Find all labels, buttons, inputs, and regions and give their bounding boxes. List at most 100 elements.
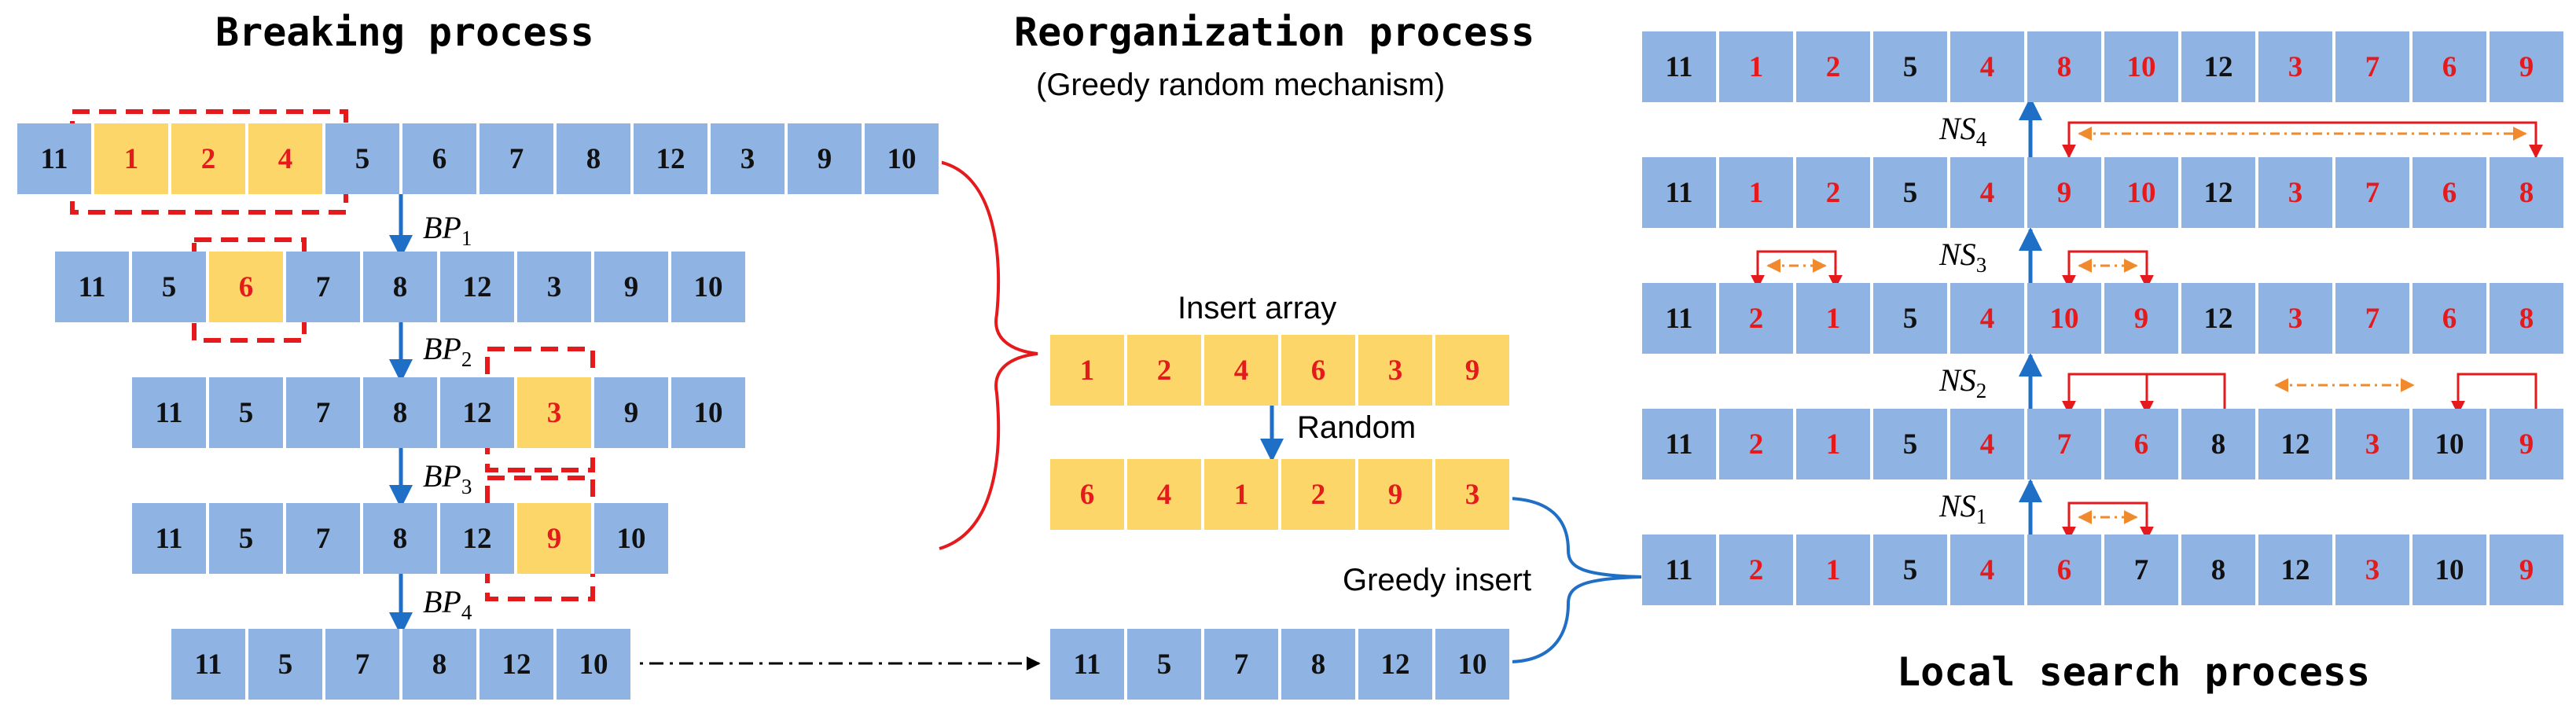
local-row-4-cell: 9 — [2490, 409, 2567, 479]
local-row-1-cell: 3 — [2258, 31, 2335, 102]
break-row-4-cell: 5 — [209, 503, 286, 574]
local-row-5-cell: 12 — [2258, 535, 2335, 605]
local-row-1-cell: 6 — [2412, 31, 2490, 102]
greedy-insert-label: Greedy insert — [1343, 563, 1532, 597]
local-row-1-cell: 9 — [2490, 31, 2567, 102]
random-label: Random — [1297, 410, 1417, 445]
local-row-5-cell: 4 — [1950, 535, 2027, 605]
break-row-3-cell: 11 — [132, 377, 209, 448]
greedy-base-array-cell: 12 — [1358, 629, 1435, 700]
break-row-2-cell: 12 — [440, 252, 517, 322]
local-row-4-cell: 7 — [2027, 409, 2104, 479]
local-row-3-cell: 2 — [1719, 283, 1796, 354]
greedy-base-array-cell: 8 — [1281, 629, 1358, 700]
local-row-5-cell: 5 — [1873, 535, 1950, 605]
local-row-4-cell: 3 — [2335, 409, 2412, 479]
local-row-3-cell: 11 — [1642, 283, 1719, 354]
break-row-4-cell: 8 — [363, 503, 440, 574]
reorganization-subtitle: (Greedy random mechanism) — [1036, 68, 1446, 102]
local-row-1-cell: 7 — [2335, 31, 2412, 102]
local-row-5-cell: 8 — [2181, 535, 2258, 605]
bp3-label: BP3 — [423, 458, 472, 498]
break-row-3-cell: 5 — [209, 377, 286, 448]
local-row-1-cell: 5 — [1873, 31, 1950, 102]
local-row-2-cell: 11 — [1642, 157, 1719, 228]
random-array-cell: 4 — [1127, 459, 1204, 530]
ns4-label: NS4 — [1939, 111, 1987, 151]
local-row-1-cell: 1 — [1719, 31, 1796, 102]
local-row-1-cell: 8 — [2027, 31, 2104, 102]
bp1-label: BP1 — [423, 210, 472, 250]
breaking-process-title: Breaking process — [215, 9, 594, 55]
local-row-3-cell: 1 — [1796, 283, 1873, 354]
break-row-2-cell: 10 — [671, 252, 748, 322]
local-row-4-cell: 5 — [1873, 409, 1950, 479]
red-brace — [939, 160, 1038, 550]
break-row-2-cell: 3 — [517, 252, 594, 322]
ns1-label: NS1 — [1939, 488, 1987, 528]
local-row-2-cell: 2 — [1796, 157, 1873, 228]
insert-array-cell: 6 — [1281, 335, 1358, 406]
local-row-5-cell: 6 — [2027, 535, 2104, 605]
greedy-base-array-cell: 10 — [1435, 629, 1512, 700]
local-row-2-cell: 9 — [2027, 157, 2104, 228]
reorganization-process-title: Reorganization process — [1014, 9, 1535, 55]
local-row-4-cell: 2 — [1719, 409, 1796, 479]
greedy-base-array-cell: 11 — [1050, 629, 1127, 700]
local-row-3-cell: 7 — [2335, 283, 2412, 354]
local-row-1-cell: 2 — [1796, 31, 1873, 102]
local-row-1-cell: 4 — [1950, 31, 2027, 102]
break-row-5-cell: 11 — [171, 629, 248, 700]
random-array-cell: 9 — [1358, 459, 1435, 530]
local-row-3-cell: 4 — [1950, 283, 2027, 354]
local-row-2-cell: 5 — [1873, 157, 1950, 228]
local-row-2-cell: 3 — [2258, 157, 2335, 228]
local-row-4-cell: 1 — [1796, 409, 1873, 479]
random-array-cell: 6 — [1050, 459, 1127, 530]
break-row-3-cell: 9 — [594, 377, 671, 448]
break-row-5-cell: 7 — [325, 629, 402, 700]
local-row-3-cell: 12 — [2181, 283, 2258, 354]
break-row-1-cell: 2 — [171, 123, 248, 194]
local-row-3-cell: 10 — [2027, 283, 2104, 354]
break-row-5-cell: 5 — [248, 629, 325, 700]
local-row-1-cell: 12 — [2181, 31, 2258, 102]
break-row-4-cell: 9 — [517, 503, 594, 574]
break-row-1-cell: 10 — [865, 123, 942, 194]
break-row-3-cell: 12 — [440, 377, 517, 448]
local-row-4-cell: 8 — [2181, 409, 2258, 479]
break-row-2-cell: 9 — [594, 252, 671, 322]
local-row-5-cell: 11 — [1642, 535, 1719, 605]
local-row-2-cell: 1 — [1719, 157, 1796, 228]
random-array-cell: 2 — [1281, 459, 1358, 530]
break-row-1-cell: 12 — [634, 123, 711, 194]
local-row-2-cell: 7 — [2335, 157, 2412, 228]
local-row-1-cell: 11 — [1642, 31, 1719, 102]
local-row-5-cell: 2 — [1719, 535, 1796, 605]
local-row-4-cell: 12 — [2258, 409, 2335, 479]
insert-array-cell: 3 — [1358, 335, 1435, 406]
break-row-2-cell: 5 — [132, 252, 209, 322]
break-row-5-cell: 8 — [402, 629, 480, 700]
local-row-2-cell: 12 — [2181, 157, 2258, 228]
break-row-1-cell: 8 — [557, 123, 634, 194]
break-row-1-cell: 7 — [480, 123, 557, 194]
break-row-1-cell: 3 — [711, 123, 788, 194]
break-row-3-cell: 10 — [671, 377, 748, 448]
break-row-3-cell: 8 — [363, 377, 440, 448]
local-search-process-title: Local search process — [1897, 649, 2371, 695]
break-row-1-cell: 4 — [248, 123, 325, 194]
ns2-moves — [2062, 373, 2537, 415]
local-row-3-cell: 9 — [2104, 283, 2181, 354]
local-row-2-cell: 10 — [2104, 157, 2181, 228]
break-row-4-cell: 10 — [594, 503, 671, 574]
ns2-label: NS2 — [1939, 362, 1987, 402]
random-array-cell: 3 — [1435, 459, 1512, 530]
insert-array-cell: 2 — [1127, 335, 1204, 406]
greedy-base-array-cell: 7 — [1204, 629, 1281, 700]
local-row-5-cell: 3 — [2335, 535, 2412, 605]
local-row-4-cell: 11 — [1642, 409, 1719, 479]
break-row-1-cell: 9 — [788, 123, 865, 194]
local-row-4-cell: 4 — [1950, 409, 2027, 479]
local-row-3-cell: 5 — [1873, 283, 1950, 354]
